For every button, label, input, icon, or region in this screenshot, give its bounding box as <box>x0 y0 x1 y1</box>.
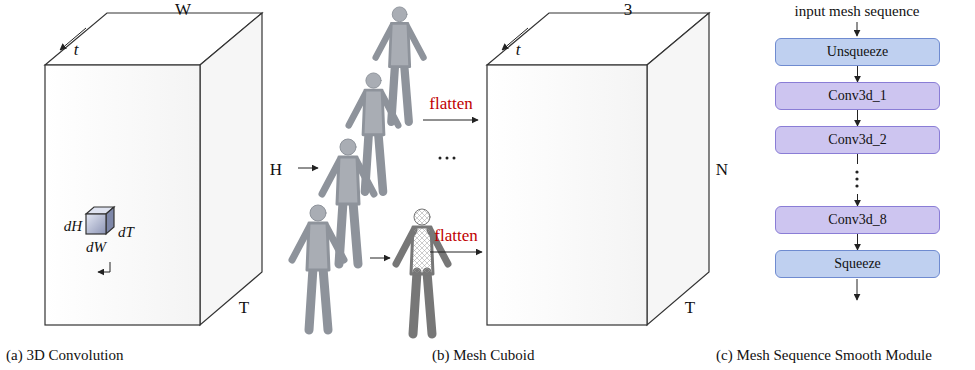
axis-label: N <box>716 161 728 180</box>
axis-label: t <box>516 41 521 60</box>
axis-label: T <box>239 299 249 318</box>
axis-label: H <box>270 161 282 180</box>
box-label: Conv3d_2 <box>828 132 886 148</box>
ellipsis-dots <box>439 157 456 160</box>
depth-arrow <box>60 28 86 50</box>
axis-label: 3 <box>624 1 633 20</box>
conv-layer-box: Conv3d_8 <box>775 206 940 234</box>
box-label: Conv3d_8 <box>828 212 886 228</box>
kernel-label: dW <box>86 239 106 256</box>
human-meshes <box>292 7 424 330</box>
mesh-cuboid <box>487 13 709 325</box>
conv-layer-box: Conv3d_1 <box>775 82 940 110</box>
operation-label: flatten <box>434 227 477 246</box>
kernel-label: dT <box>118 224 134 241</box>
subfigure-caption: (a) 3D Convolution <box>6 347 124 364</box>
ellipsis-dots <box>855 170 858 187</box>
input-arrow <box>857 22 858 36</box>
reshape-box: Squeeze <box>775 250 940 278</box>
box-label: Conv3d_1 <box>828 88 886 104</box>
conv-cuboid <box>45 13 262 325</box>
slide-arrow <box>98 262 110 272</box>
depth-arrow <box>502 28 528 50</box>
flow-arrow <box>857 234 858 250</box>
flow-arrows <box>298 120 482 258</box>
axis-label: t <box>74 41 79 60</box>
subfigure-caption: (b) Mesh Cuboid <box>432 347 535 364</box>
subfigure-caption: (c) Mesh Sequence Smooth Module <box>716 347 932 364</box>
kernel-label: dH <box>64 218 82 235</box>
flow-arrow <box>857 154 858 206</box>
output-arrow <box>857 279 858 300</box>
box-label: Squeeze <box>834 256 881 272</box>
conv-layer-box: Conv3d_2 <box>775 126 940 154</box>
axis-label: W <box>175 1 191 20</box>
flow-arrow <box>857 66 858 82</box>
axis-label: T <box>685 299 695 318</box>
flow-arrow <box>857 110 858 126</box>
input-label: input mesh sequence <box>795 3 920 20</box>
operation-label: flatten <box>429 95 472 114</box>
reshape-box: Unsqueeze <box>775 38 940 66</box>
box-label: Unsqueeze <box>827 44 888 60</box>
